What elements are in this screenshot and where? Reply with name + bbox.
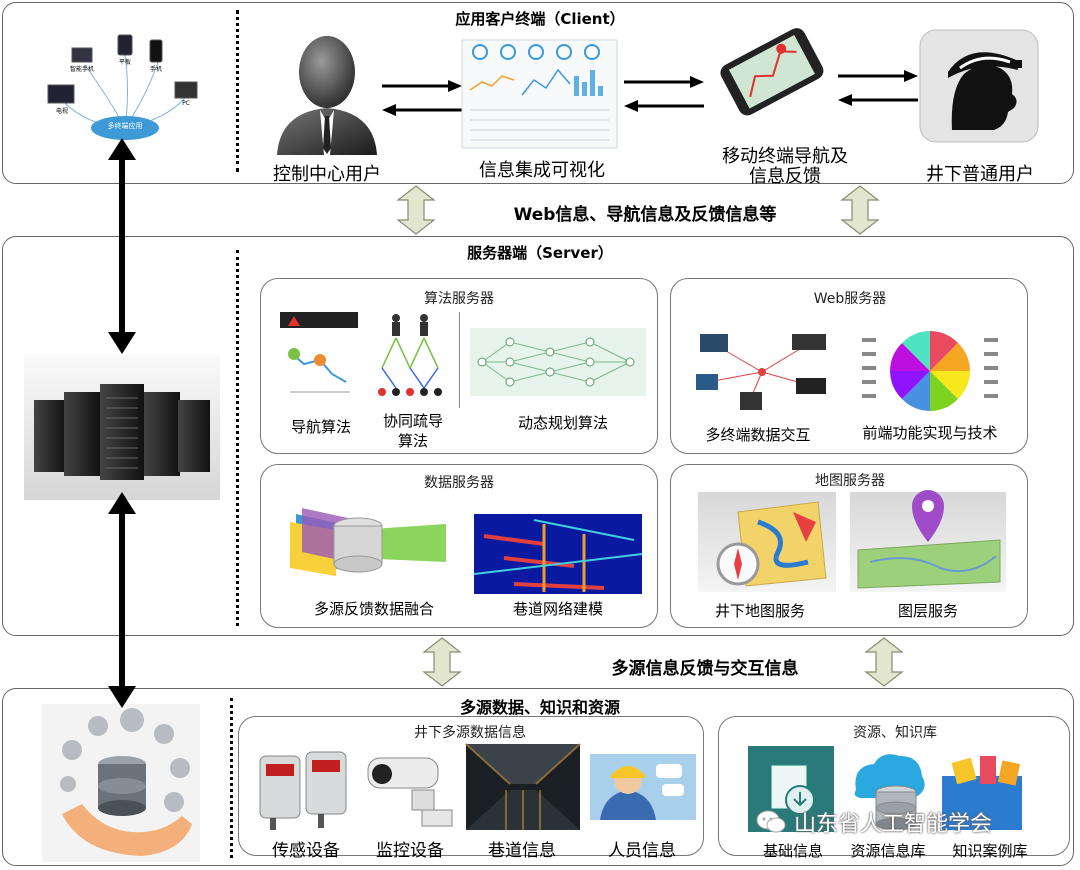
dynamic-programming-graphic — [470, 328, 646, 396]
label-cooperative-guidance-2: 算法 — [397, 432, 428, 450]
link-client-server-label: Web信息、导航信息及反馈信息等 — [513, 205, 777, 225]
label-mobile-nav-1: 移动终端导航及 — [722, 146, 848, 167]
algorithm-server-title: 算法服务器 — [424, 291, 494, 307]
data-server-title: 数据服务器 — [424, 475, 494, 491]
label-roadway-modeling: 巷道网络建模 — [512, 600, 603, 618]
arrow-user-to-visual — [382, 80, 462, 92]
mobile-phone-icon — [720, 28, 824, 116]
label-dynamic-programming: 动态规划算法 — [517, 414, 608, 432]
data-layer-title: 多源数据、知识和资源 — [459, 698, 620, 717]
label-visualization: 信息集成可视化 — [479, 160, 605, 181]
miner-helmet-icon — [919, 29, 1039, 143]
label-mobile-nav-2: 信息反馈 — [749, 166, 821, 187]
dashboard-visualization-graphic — [461, 39, 618, 149]
sensor-device-graphic — [259, 751, 347, 830]
multi-terminal-illustration: 多终端应用 电视 智能手机 平板 手机 PC — [40, 30, 210, 160]
device-label-pc: PC — [182, 100, 190, 107]
database-hand-icon — [42, 704, 200, 862]
arrow-visual-to-user — [382, 104, 462, 116]
frontend-tech-wheel-graphic — [862, 331, 998, 411]
vertical-arrow-server-data — [108, 492, 136, 708]
device-network-graphic — [47, 34, 198, 140]
label-monitor-device: 监控设备 — [376, 841, 444, 861]
label-basic-info: 基础信息 — [762, 842, 823, 860]
client-title: 应用客户终端（Client） — [455, 10, 625, 28]
surveillance-camera-graphic — [367, 757, 453, 827]
device-label-tv: 电视 — [55, 108, 68, 115]
knowledge-base-title: 资源、知识库 — [853, 725, 937, 741]
device-label-phone: 手机 — [149, 66, 162, 73]
wechat-watermark: 山东省人工智能学会 — [756, 804, 1056, 838]
navigation-algorithm-graphic — [280, 312, 358, 393]
label-control-user: 控制中心用户 — [273, 164, 381, 185]
hub-label: 多终端应用 — [107, 122, 143, 130]
double-arrow-client-server-right — [840, 185, 880, 235]
label-knowledge-case: 知识案例库 — [952, 842, 1028, 860]
algorithm-divider — [459, 312, 460, 408]
roadway-network-modeling-graphic — [473, 514, 643, 594]
wechat-icon — [756, 810, 786, 833]
label-underground-map-service: 井下地图服务 — [714, 602, 805, 620]
server-title: 服务器端（Server） — [467, 244, 613, 262]
label-resource-database: 资源信息库 — [850, 842, 926, 860]
double-arrow-server-data-left — [422, 637, 462, 687]
data-divider — [230, 698, 233, 858]
data-fusion-graphic — [290, 508, 446, 576]
business-user-icon — [277, 36, 377, 155]
label-sensor-device: 传感设备 — [272, 841, 340, 861]
label-roadway-info: 巷道信息 — [488, 841, 556, 861]
cooperative-guidance-graphic — [378, 314, 442, 396]
label-frontend-tech: 前端功能实现与技术 — [862, 424, 998, 442]
label-personnel-info: 人员信息 — [608, 841, 676, 861]
label-underground-user: 井下普通用户 — [926, 164, 1034, 185]
arrow-mobile-to-miner — [838, 70, 918, 82]
server-rack-icon — [24, 354, 220, 500]
arrow-miner-to-mobile — [838, 94, 918, 106]
arrow-visual-to-mobile — [624, 76, 704, 88]
double-arrow-server-data-right — [864, 637, 904, 687]
server-divider — [236, 250, 239, 626]
multi-terminal-interaction-graphic — [696, 334, 826, 410]
label-navigation-algorithm: 导航算法 — [290, 418, 351, 436]
label-layer-service: 图层服务 — [897, 602, 958, 620]
device-label-tablet: 平板 — [118, 59, 131, 66]
label-multi-terminal-interaction: 多终端数据交互 — [705, 426, 811, 444]
roadway-tunnel-graphic — [465, 743, 581, 830]
underground-data-title: 井下多源数据信息 — [414, 725, 526, 741]
map-server-title: 地图服务器 — [815, 473, 885, 489]
web-server-title: Web服务器 — [813, 291, 887, 307]
device-label-smartphone: 智能手机 — [69, 66, 94, 73]
client-divider — [236, 10, 239, 172]
resource-database-graphic — [854, 754, 925, 831]
vertical-arrow-client-server — [108, 138, 136, 354]
underground-map-service-graphic — [698, 492, 836, 592]
label-cooperative-guidance-1: 协同疏导 — [382, 412, 443, 430]
layer-service-graphic — [850, 490, 1006, 592]
arrow-mobile-to-visual — [624, 100, 704, 112]
watermark-text: 山东省人工智能学会 — [794, 812, 993, 837]
double-arrow-client-server-left — [396, 185, 436, 235]
personnel-info-graphic — [590, 754, 696, 820]
basic-info-graphic — [748, 746, 834, 832]
label-data-fusion: 多源反馈数据融合 — [313, 600, 434, 618]
knowledge-case-graphic — [936, 752, 1028, 832]
link-server-data-label: 多源信息反馈与交互信息 — [611, 659, 799, 679]
